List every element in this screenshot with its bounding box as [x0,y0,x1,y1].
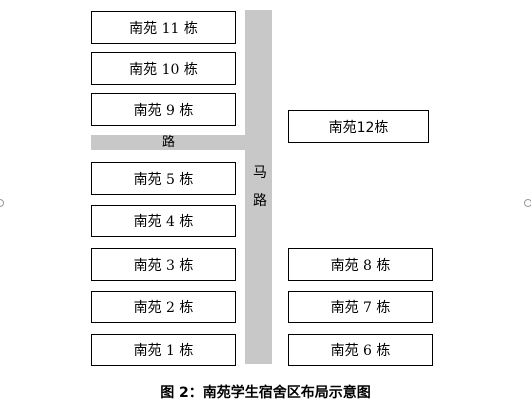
building-3: 南苑 3 栋 [91,248,236,281]
building-1: 南苑 1 栋 [91,334,236,366]
building-12: 南苑12栋 [288,110,429,143]
right-edge-handle[interactable] [524,199,531,207]
building-11: 南苑 11 栋 [91,11,236,44]
figure-caption: 图 2：南苑学生宿舍区布局示意图 [160,385,371,401]
building-10: 南苑 10 栋 [91,52,236,85]
building-7: 南苑 7 栋 [288,291,433,323]
left-edge-handle[interactable] [0,199,4,207]
building-4: 南苑 4 栋 [91,205,236,237]
road-vertical-label-top: 马 [253,165,267,181]
building-8: 南苑 8 栋 [288,248,433,281]
road-vertical [245,10,272,364]
building-6: 南苑 6 栋 [288,334,433,366]
building-2: 南苑 2 栋 [91,291,236,323]
road-vertical-label-bottom: 路 [253,193,267,209]
building-9: 南苑 9 栋 [91,93,236,126]
road-horizontal [91,135,272,150]
road-horizontal-label: 路 [162,135,176,150]
building-5: 南苑 5 栋 [91,162,236,195]
